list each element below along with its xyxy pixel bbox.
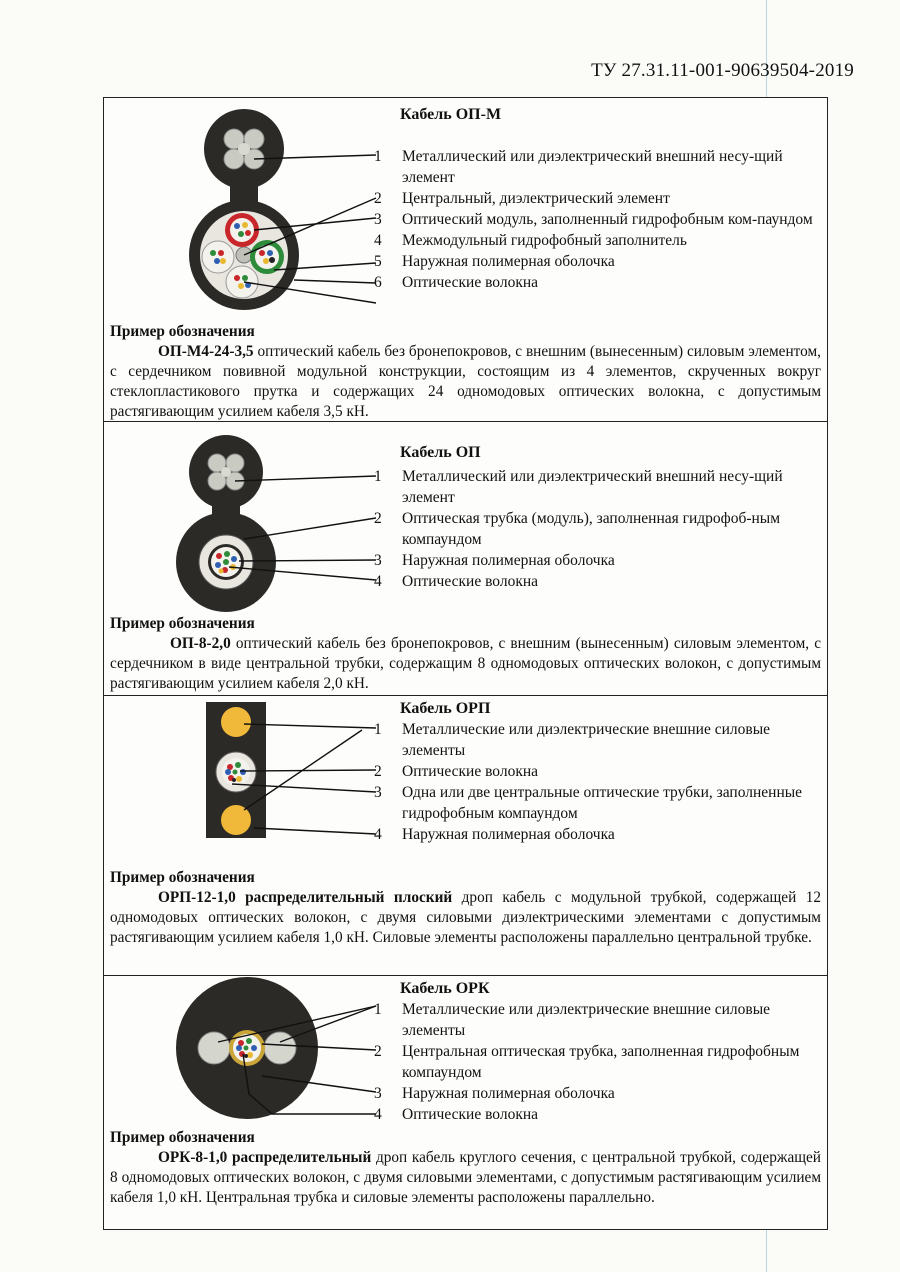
cable-op-m-diagram: [189, 109, 377, 310]
example-block: Пример обозначения ОП-М4-24-3,5 оптическ…: [110, 322, 821, 422]
example-heading: Пример обозначения: [110, 323, 255, 340]
example-block: Пример обозначения ОРП-12-1,0 распредели…: [110, 868, 821, 948]
section-title: Кабель ОП-М: [400, 106, 502, 123]
example-body: ОРК-8-1,0 распределительный дроп кабель …: [110, 1149, 821, 1206]
example-block: Пример обозначения ОП-8-2,0 оптический к…: [110, 614, 821, 694]
section-title: Кабель ОРК: [400, 980, 490, 997]
section-title: Кабель ОРП: [400, 700, 491, 717]
cable-op-diagram: [176, 435, 377, 612]
example-heading: Пример обозначения: [110, 615, 255, 632]
cable-ork-diagram: [176, 977, 377, 1119]
example-heading: Пример обозначения: [110, 869, 255, 886]
cable-orp-diagram: [206, 702, 377, 838]
section-title: Кабель ОП: [400, 444, 481, 461]
example-body: ОП-8-2,0 оптический кабель без бронепокр…: [110, 635, 821, 692]
example-body: ОРП-12-1,0 распределительный плоский дро…: [110, 889, 821, 946]
example-heading: Пример обозначения: [110, 1129, 255, 1146]
example-block: Пример обозначения ОРК-8-1,0 распределит…: [110, 1128, 821, 1208]
example-body: ОП-М4-24-3,5 оптический кабель без броне…: [110, 343, 821, 420]
document-code: ТУ 27.31.11-001-90639504-2019: [591, 60, 854, 81]
